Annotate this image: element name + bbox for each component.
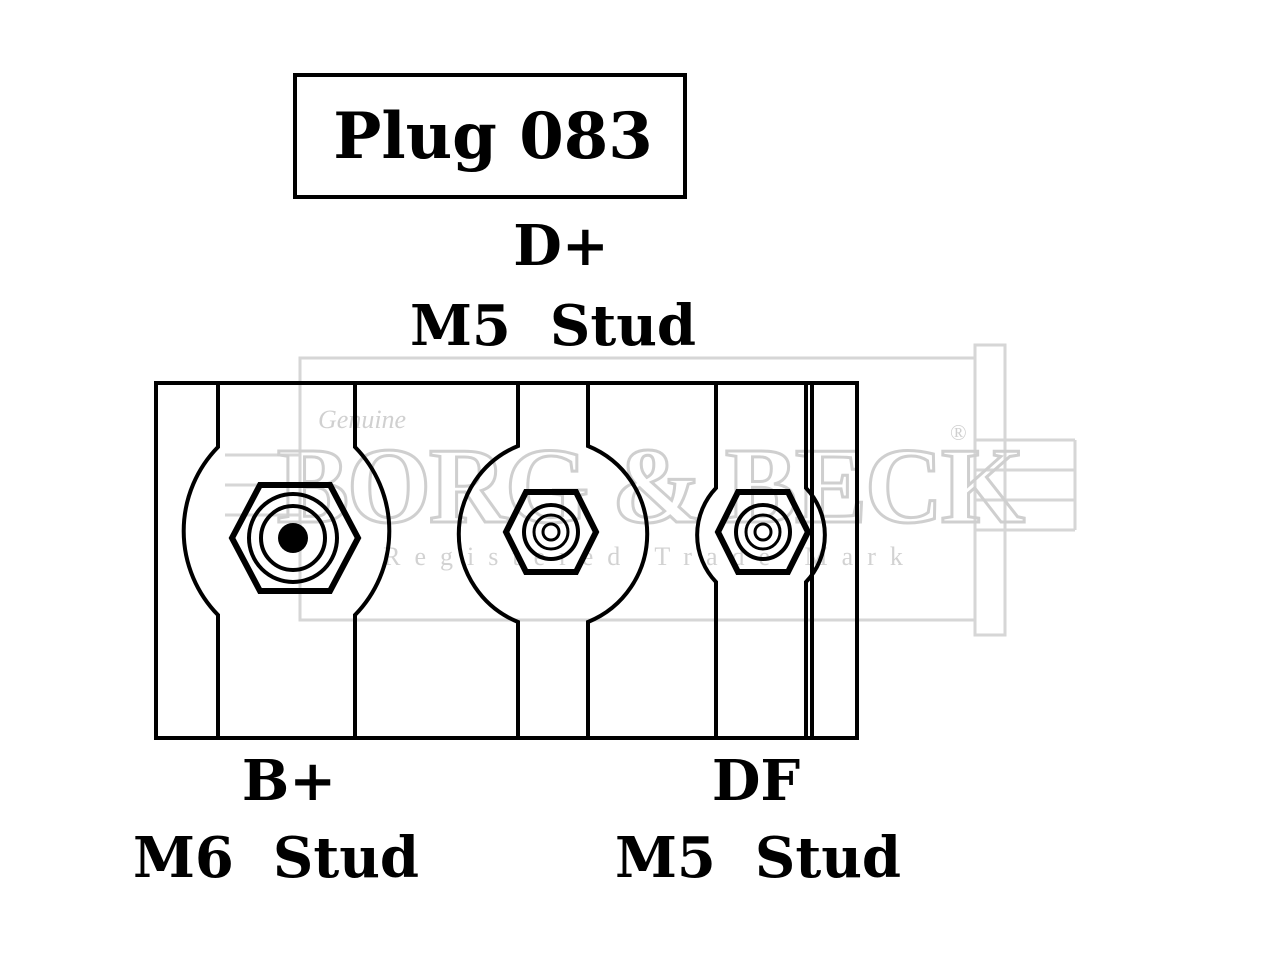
df-washer-outer	[734, 503, 792, 561]
d-plus-terminal	[456, 383, 650, 738]
b-plus-stud-icon	[278, 523, 308, 553]
d-plus-stud-icon	[541, 522, 561, 542]
b-plus-terminal	[181, 383, 392, 738]
df-hex-nut-icon	[714, 489, 812, 575]
connector-housing	[154, 381, 859, 740]
d-plus-hex-nut-icon	[502, 489, 600, 575]
watermark-side-bar	[973, 343, 1007, 637]
df-washer-inner	[744, 513, 782, 551]
d-plus-stud-label: M5 Stud	[410, 293, 696, 359]
b-plus-stud-label: M6 Stud	[133, 825, 419, 891]
d-plus-label: D+	[513, 213, 608, 279]
d-plus-washer-outer	[522, 503, 580, 561]
df-label: DF	[712, 748, 801, 814]
df-stud-icon	[753, 522, 773, 542]
df-blade-left	[695, 383, 718, 738]
watermark-registered-mark: ®	[950, 420, 967, 445]
watermark	[225, 343, 1077, 637]
b-plus-blade-right	[353, 383, 392, 738]
b-plus-hex-nut-icon	[228, 482, 362, 594]
df-terminal	[695, 383, 827, 738]
b-plus-washer-outer	[247, 492, 339, 584]
b-plus-blade-left	[181, 383, 220, 738]
plug-title: Plug 083	[333, 99, 653, 174]
watermark-script-text: Genuine	[318, 405, 406, 434]
d-plus-blade-left	[456, 383, 520, 738]
b-plus-label: B+	[242, 748, 336, 814]
df-stud-label: M5 Stud	[615, 825, 901, 891]
watermark-brand-text: BORG & BECK	[277, 427, 1025, 546]
df-blade-right	[804, 383, 827, 738]
b-plus-washer-inner	[259, 504, 327, 572]
connector-body	[154, 381, 859, 740]
d-plus-blade-right	[586, 383, 650, 738]
d-plus-washer-inner	[532, 513, 570, 551]
title-box	[293, 73, 687, 199]
